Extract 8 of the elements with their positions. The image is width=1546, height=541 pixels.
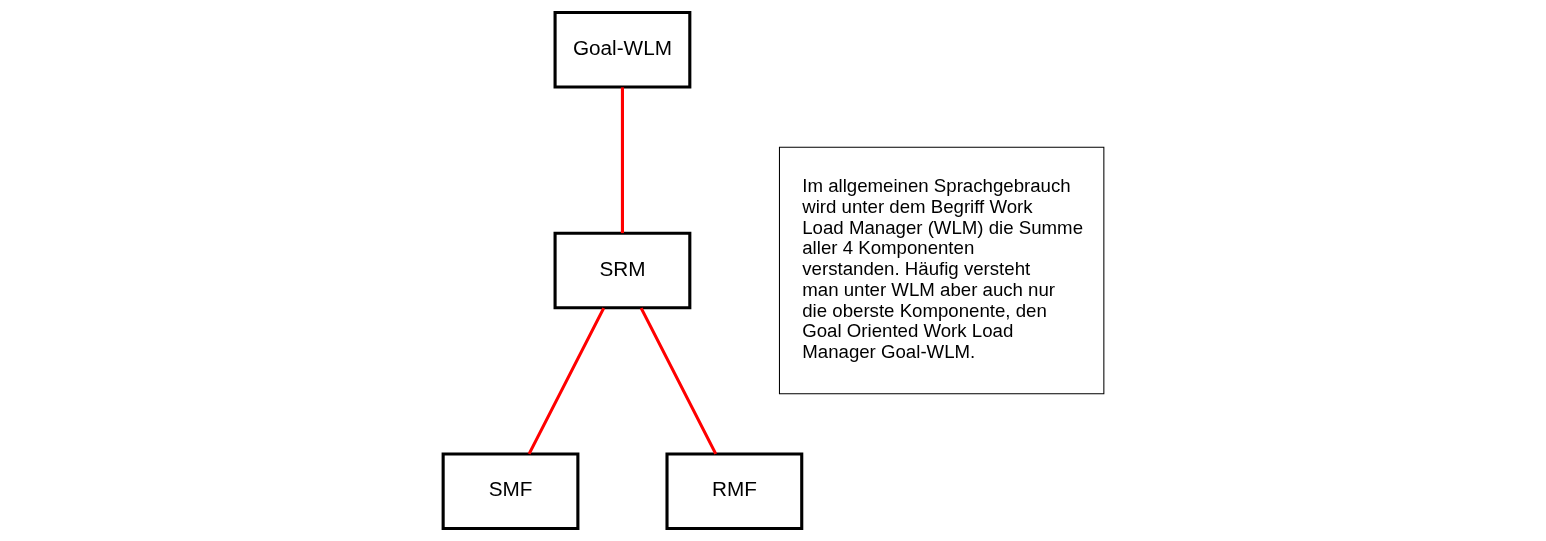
connector (527, 307, 605, 455)
node-box: Goal-WLM (553, 10, 691, 89)
node-box: Im allgemeinen Sprachgebrauch wird unter dem Begriff Work Load Manager (WLM) die Summe aller 4 Komponenten verstanden. Häufig versteht man unter WLM aber auch nur die oberste Komponente, den Goal Oriented Work Load Manager Goal-WLM. (778, 146, 1104, 395)
node-box: RMF (664, 452, 803, 531)
node-box: SMF (441, 452, 579, 531)
node-box: SRM (553, 231, 691, 310)
connector (639, 307, 717, 455)
connector (620, 87, 624, 234)
